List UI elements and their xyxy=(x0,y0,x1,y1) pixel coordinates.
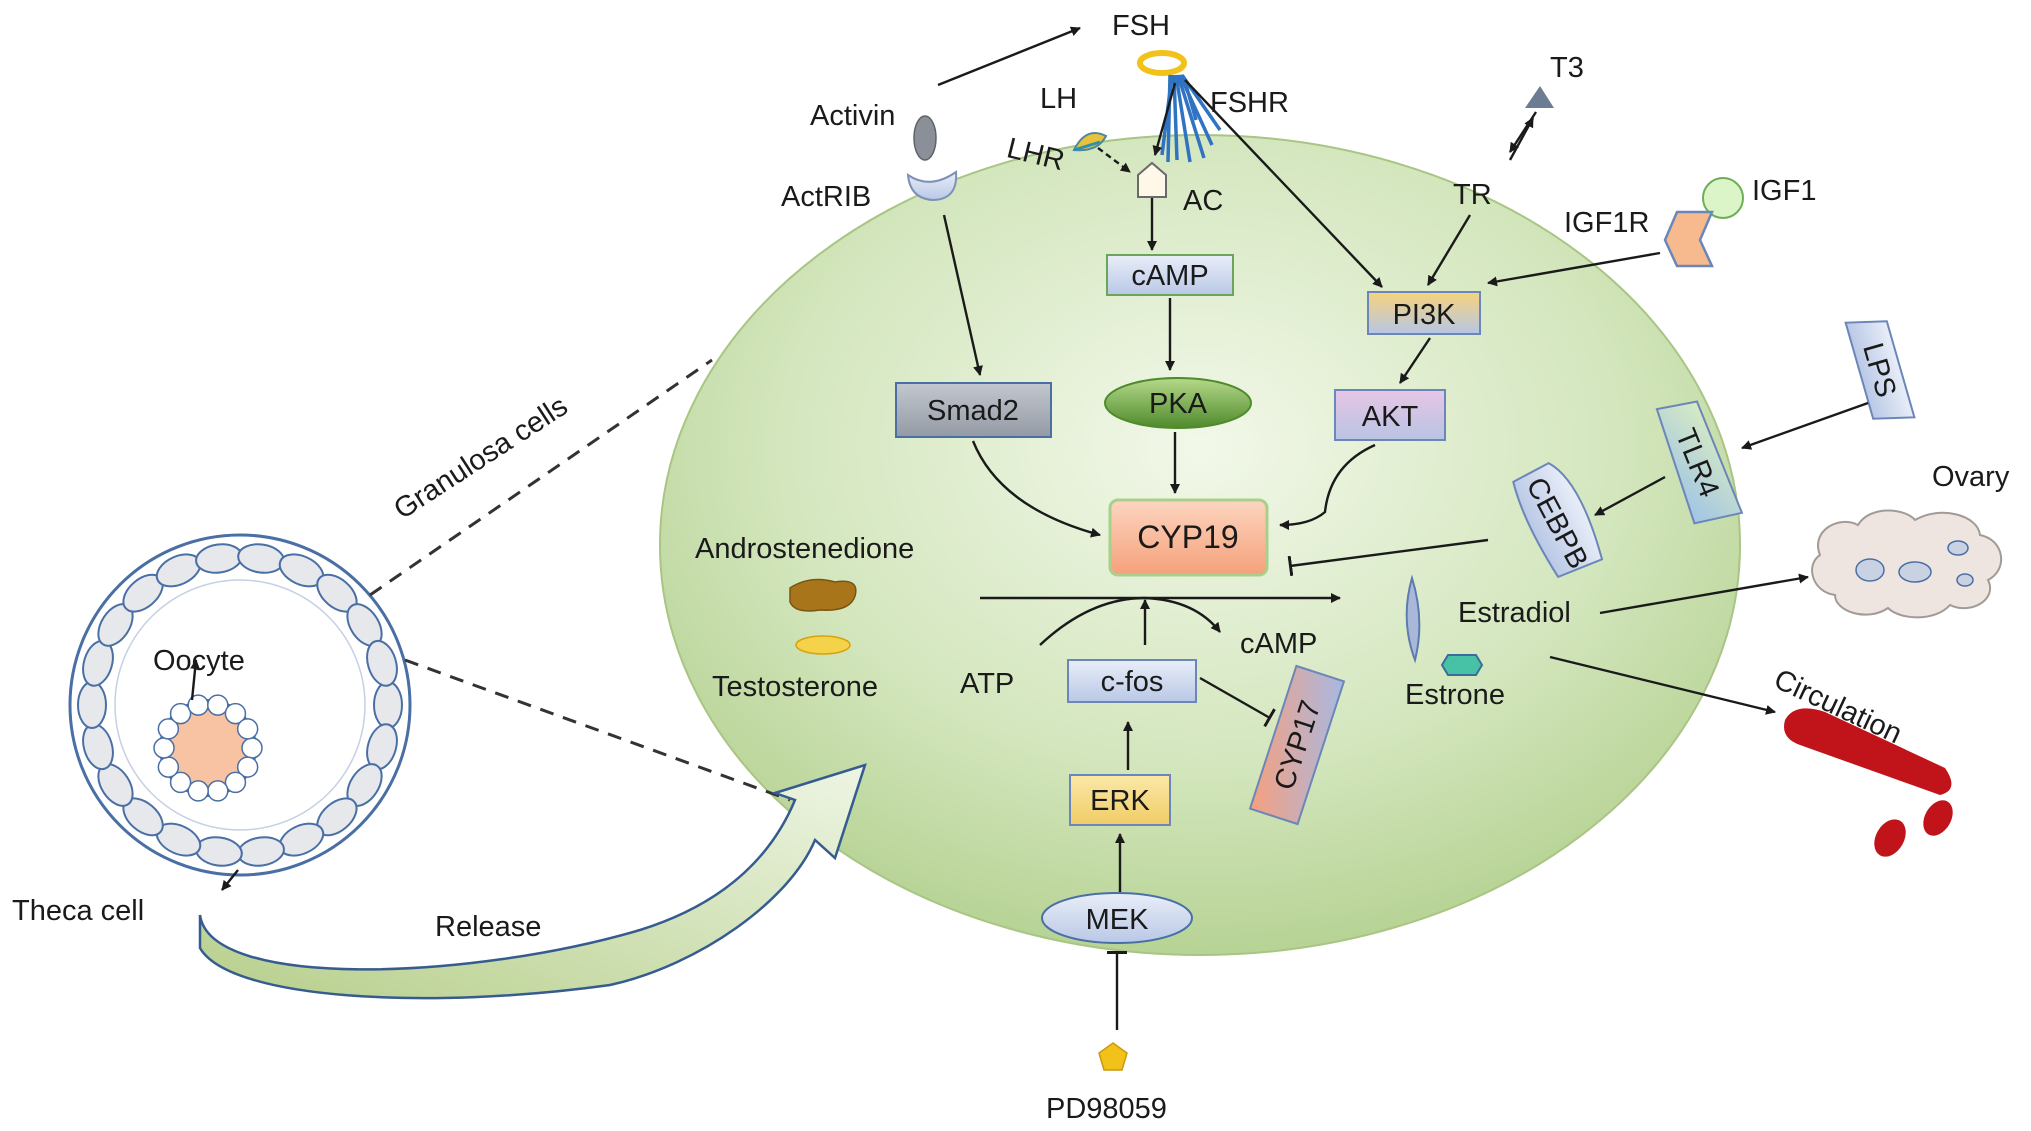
cumulus-cell xyxy=(236,718,259,740)
blood-vessel xyxy=(1784,708,1953,857)
cumulus-cell xyxy=(153,737,175,759)
ac-shape xyxy=(1137,161,1167,198)
cumulus-cell xyxy=(169,702,192,725)
igf1r-receptor xyxy=(1663,210,1714,268)
erk-box[interactable] xyxy=(1069,774,1171,826)
actrib-receptor xyxy=(906,170,958,202)
erk-label: ERK xyxy=(1090,785,1150,817)
cumulus-cell xyxy=(169,771,192,794)
label-tr: TR xyxy=(1453,179,1492,211)
cumulus-cell xyxy=(187,780,209,802)
cyp19-box[interactable] xyxy=(1108,498,1269,577)
label-lh: LH xyxy=(1040,83,1077,115)
zoom-line-upper xyxy=(369,358,713,597)
pd98059-shape xyxy=(1098,1042,1128,1071)
label-actrib: ActRIB xyxy=(781,181,871,213)
activin-shape xyxy=(913,115,937,161)
release-arrow xyxy=(198,763,867,1000)
label-igf1r: IGF1R xyxy=(1564,207,1649,239)
lh-shape xyxy=(1072,132,1108,152)
cfos-box[interactable] xyxy=(1067,659,1197,703)
label-estradiol: Estradiol xyxy=(1458,597,1571,629)
cumulus-cell xyxy=(207,694,229,716)
label-testosterone: Testosterone xyxy=(712,671,878,703)
cumulus-cell xyxy=(207,780,229,802)
label-pd98059: PD98059 xyxy=(1046,1093,1167,1125)
label-theca-cell: Theca cell xyxy=(12,895,144,927)
label-ovary: Ovary xyxy=(1932,461,2010,493)
mek-label: MEK xyxy=(1086,904,1150,936)
mek-ellipse[interactable] xyxy=(1041,892,1193,944)
akt-box[interactable] xyxy=(1334,389,1446,441)
pi3k-box[interactable] xyxy=(1367,291,1481,335)
pi3k-label: PI3K xyxy=(1393,299,1457,331)
oocyte xyxy=(153,694,263,802)
zoom-line-lower xyxy=(404,658,791,802)
testosterone-shape xyxy=(795,635,851,655)
cumulus-cell xyxy=(157,756,180,778)
lps-shape[interactable] xyxy=(1844,312,1916,429)
follicle-granulosa-cell xyxy=(366,639,398,687)
label-granulosa-cells: Granulosa cells xyxy=(388,390,573,526)
label-release: Release xyxy=(435,911,541,943)
ovary xyxy=(1811,509,2003,619)
label-activin: Activin xyxy=(810,100,895,132)
igf1-circle xyxy=(1702,177,1744,219)
label-atp: ATP xyxy=(960,668,1014,700)
akt-label: AKT xyxy=(1362,401,1419,433)
label-ac: AC xyxy=(1183,185,1223,217)
cyp17-box[interactable] xyxy=(1248,664,1346,826)
smad2-box[interactable] xyxy=(895,382,1052,438)
smad2-label: Smad2 xyxy=(927,395,1019,427)
cfos-label: c-fos xyxy=(1101,666,1164,698)
t3-triangle xyxy=(1525,86,1554,108)
cumulus-cell xyxy=(241,737,263,759)
label-t3: T3 xyxy=(1550,52,1584,84)
camp-box[interactable] xyxy=(1106,254,1234,296)
label-igf1: IGF1 xyxy=(1752,175,1816,207)
pka-label: PKA xyxy=(1149,388,1208,420)
androstenedione-shape xyxy=(789,578,857,612)
fsh-ring xyxy=(1137,50,1187,76)
cumulus-cell xyxy=(224,771,247,794)
follicle-granulosa-cell xyxy=(373,681,403,729)
pka-ellipse[interactable] xyxy=(1104,377,1252,429)
label-camp-product: cAMP xyxy=(1240,628,1317,660)
estrone-shape xyxy=(1440,654,1484,676)
tlr4-shape[interactable] xyxy=(1649,394,1744,531)
cyp19-label: CYP19 xyxy=(1137,519,1238,555)
label-estrone: Estrone xyxy=(1405,679,1505,711)
label-androstenedione: Androstenedione xyxy=(695,533,914,565)
cumulus-cell xyxy=(236,756,259,778)
cumulus-cell xyxy=(224,702,247,725)
cebpb-shape[interactable] xyxy=(1507,458,1609,582)
label-fsh: FSH xyxy=(1112,10,1170,42)
label-fshr: FSHR xyxy=(1210,87,1289,119)
follicle-granulosa-cell xyxy=(77,681,107,729)
label-oocyte: Oocyte xyxy=(153,645,245,677)
estradiol-shape xyxy=(1405,574,1421,664)
camp-label: cAMP xyxy=(1131,260,1208,292)
cumulus-cell xyxy=(157,718,180,740)
